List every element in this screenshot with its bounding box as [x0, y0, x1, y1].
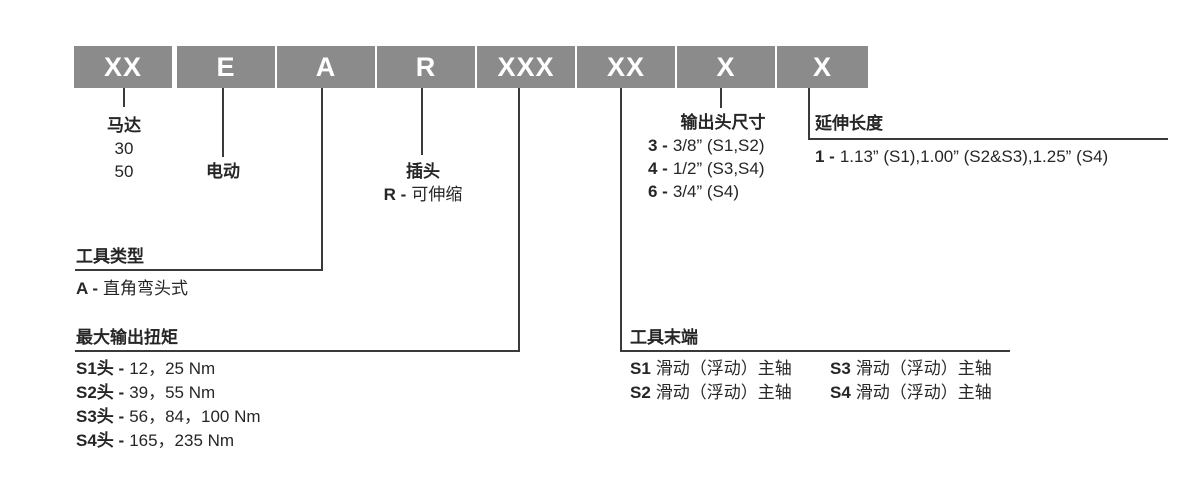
tool-end-item-code: S2	[630, 383, 651, 402]
max-torque-item-code: S3头 -	[76, 407, 125, 426]
extension-connector-line	[808, 88, 810, 140]
electric-connector-line	[222, 88, 224, 157]
extension-item-text: 1.13” (S1),1.00” (S2&S3),1.25” (S4)	[839, 147, 1109, 166]
max-torque-item: S4头 -165，235 Nm	[76, 429, 261, 453]
max-torque-item-code: S4头 -	[76, 431, 125, 450]
max-torque-connector-line	[518, 88, 520, 352]
extension-underline	[808, 138, 1168, 140]
code-box-5: XXX	[477, 46, 575, 88]
plug-item-text: 可伸缩	[411, 185, 463, 204]
extension-title-text: 延伸长度	[815, 114, 883, 133]
code-box-3: A	[277, 46, 375, 88]
tool-end-connector-line	[620, 88, 622, 352]
motor-option: 30	[114, 139, 134, 158]
head-size-item-text: 3/8” (S1,S2)	[672, 136, 765, 155]
max-torque-item: S1头 -12，25 Nm	[76, 357, 261, 381]
plug-connector-line	[421, 88, 423, 155]
plug-title: 插头	[406, 162, 440, 181]
head-size-item: 3 -3/8” (S1,S2)	[648, 134, 798, 157]
plug-item-code: R -	[383, 185, 407, 204]
max-torque-item-text: 12，25 Nm	[129, 359, 216, 378]
tool-end-item-text: 滑动（浮动）主轴	[655, 383, 792, 402]
tool-end-item-code: S1	[630, 359, 651, 378]
extension-item: 1 -1.13” (S1),1.00” (S2&S3),1.25” (S4)	[815, 145, 1108, 168]
motor-callout: 马达 30 50	[94, 114, 154, 183]
tool-type-title-text: 工具类型	[76, 247, 144, 266]
tool-type-underline	[75, 269, 323, 271]
head-size-item-code: 3 -	[648, 136, 668, 155]
code-box-2: E	[177, 46, 275, 88]
tool-type-item: A -直角弯头式	[76, 277, 188, 300]
code-box-1: XX	[74, 46, 172, 88]
tool-end-underline	[620, 350, 1010, 352]
max-torque-list: S1头 -12，25 Nm S2头 -39，55 Nm S3头 -56，84，1…	[76, 357, 261, 453]
tool-end-title-text: 工具末端	[630, 328, 698, 347]
head-size-item-text: 1/2” (S3,S4)	[672, 159, 765, 178]
max-torque-item-text: 56，84，100 Nm	[129, 407, 261, 426]
max-torque-title: 最大输出扭矩	[76, 326, 178, 349]
code-box-6: XX	[577, 46, 675, 88]
max-torque-item-text: 165，235 Nm	[129, 431, 235, 450]
code-box-4: R	[377, 46, 475, 88]
tool-end-item-text: 滑动（浮动）主轴	[855, 359, 992, 378]
head-size-callout: 输出头尺寸 3 -3/8” (S1,S2) 4 -1/2” (S3,S4) 6 …	[648, 111, 798, 203]
plug-item: R -可伸缩	[368, 183, 478, 206]
extension-item-code: 1 -	[815, 147, 835, 166]
electric-callout: 电动	[193, 160, 253, 183]
max-torque-item-text: 39，55 Nm	[129, 383, 216, 402]
head-size-item-code: 6 -	[648, 182, 668, 201]
motor-connector-line	[123, 88, 125, 107]
head-size-connector-line	[720, 88, 722, 108]
tool-end-item-text: 滑动（浮动）主轴	[855, 383, 992, 402]
head-size-title: 输出头尺寸	[680, 113, 766, 132]
tool-end-title: 工具末端	[630, 326, 698, 349]
plug-callout: 插头 R -可伸缩	[368, 160, 478, 206]
max-torque-item-code: S1头 -	[76, 359, 125, 378]
code-box-8: X	[777, 46, 868, 88]
code-box-7: X	[677, 46, 775, 88]
motor-option: 50	[114, 162, 134, 181]
tool-end-item-text: 滑动（浮动）主轴	[655, 359, 792, 378]
electric-title: 电动	[206, 162, 240, 181]
tool-end-item-code: S3	[830, 359, 851, 378]
tool-type-item-text: 直角弯头式	[103, 279, 189, 298]
tool-type-item-code: A -	[76, 279, 99, 298]
head-size-item-code: 4 -	[648, 159, 668, 178]
motor-title: 马达	[107, 116, 141, 135]
max-torque-underline	[75, 350, 520, 352]
head-size-item-text: 3/4” (S4)	[672, 182, 739, 201]
max-torque-item: S3头 -56，84，100 Nm	[76, 405, 261, 429]
tool-type-connector-line	[321, 88, 323, 271]
head-size-item: 4 -1/2” (S3,S4)	[648, 157, 798, 180]
max-torque-item-code: S2头 -	[76, 383, 125, 402]
extension-title: 延伸长度	[815, 112, 883, 135]
tool-end-item-code: S4	[830, 383, 851, 402]
head-size-item: 6 -3/4” (S4)	[648, 180, 798, 203]
max-torque-title-text: 最大输出扭矩	[76, 328, 178, 347]
tool-type-title: 工具类型	[76, 245, 144, 268]
max-torque-item: S2头 -39，55 Nm	[76, 381, 261, 405]
